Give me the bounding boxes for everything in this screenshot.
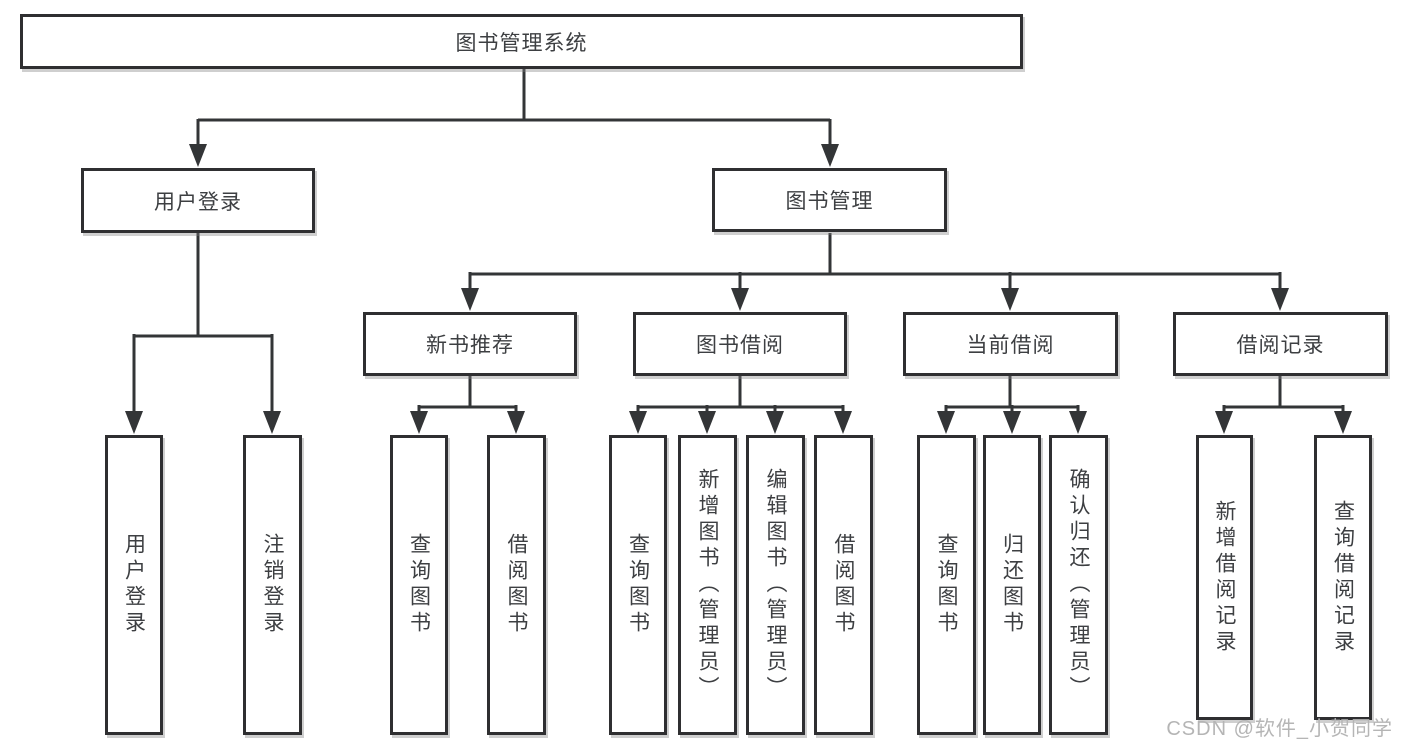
leaf-query-borrow-record: 查询借阅记录	[1314, 435, 1372, 720]
node-borrowing-records-label: 借阅记录	[1236, 334, 1325, 357]
node-new-book-recommendation: 新书推荐	[363, 312, 577, 376]
leaf-query-borrow-record-label: 查询借阅记录	[1331, 499, 1355, 656]
leaf-user-login-label: 用户登录	[122, 533, 146, 637]
node-root-library-management-system: 图书管理系统	[20, 14, 1023, 69]
node-book-borrowing-label: 图书借阅	[696, 334, 784, 357]
leaf-return-books-label: 归还图书	[1000, 533, 1024, 637]
leaf-borrow-books-2: 借阅图书	[814, 435, 873, 735]
leaf-logout-label: 注销登录	[261, 533, 284, 637]
leaf-query-books-2: 查询图书	[609, 435, 667, 735]
node-root-label: 图书管理系统	[455, 31, 588, 55]
leaf-query-books-2-label: 查询图书	[626, 533, 650, 637]
leaf-borrow-books-1-label: 借阅图书	[505, 533, 528, 637]
leaf-add-books-admin: 新增图书（管理员）	[678, 435, 737, 735]
node-current-borrowing: 当前借阅	[903, 312, 1118, 376]
leaf-return-books: 归还图书	[983, 435, 1041, 735]
leaf-logout: 注销登录	[243, 435, 302, 735]
leaf-add-books-admin-label: 新增图书（管理员）	[696, 468, 719, 702]
leaf-user-login: 用户登录	[105, 435, 163, 735]
leaf-add-borrow-record-label: 新增借阅记录	[1213, 499, 1236, 656]
leaf-query-books-3: 查询图书	[917, 435, 976, 735]
node-user-login-label: 用户登录	[154, 190, 242, 214]
node-book-borrowing: 图书借阅	[633, 312, 847, 376]
leaf-borrow-books-1: 借阅图书	[487, 435, 546, 735]
node-new-book-recommendation-label: 新书推荐	[426, 334, 514, 357]
node-book-management: 图书管理	[712, 168, 947, 232]
leaf-query-books-1: 查询图书	[390, 435, 448, 735]
leaf-borrow-books-2-label: 借阅图书	[832, 533, 855, 637]
leaf-edit-books-admin: 编辑图书（管理员）	[746, 435, 805, 735]
leaf-confirm-return-admin-label: 确认归还（管理员）	[1067, 468, 1090, 702]
leaf-query-books-1-label: 查询图书	[407, 533, 431, 637]
csdn-watermark: CSDN @软件_小贺同学	[1166, 718, 1393, 740]
leaf-edit-books-admin-label: 编辑图书（管理员）	[764, 468, 787, 702]
node-borrowing-records: 借阅记录	[1173, 312, 1388, 376]
node-current-borrowing-label: 当前借阅	[966, 334, 1055, 357]
leaf-query-books-3-label: 查询图书	[935, 533, 958, 637]
node-user-login: 用户登录	[81, 168, 315, 233]
leaf-confirm-return-admin: 确认归还（管理员）	[1049, 435, 1108, 735]
node-book-management-label: 图书管理	[785, 190, 874, 213]
leaf-add-borrow-record: 新增借阅记录	[1196, 435, 1253, 720]
